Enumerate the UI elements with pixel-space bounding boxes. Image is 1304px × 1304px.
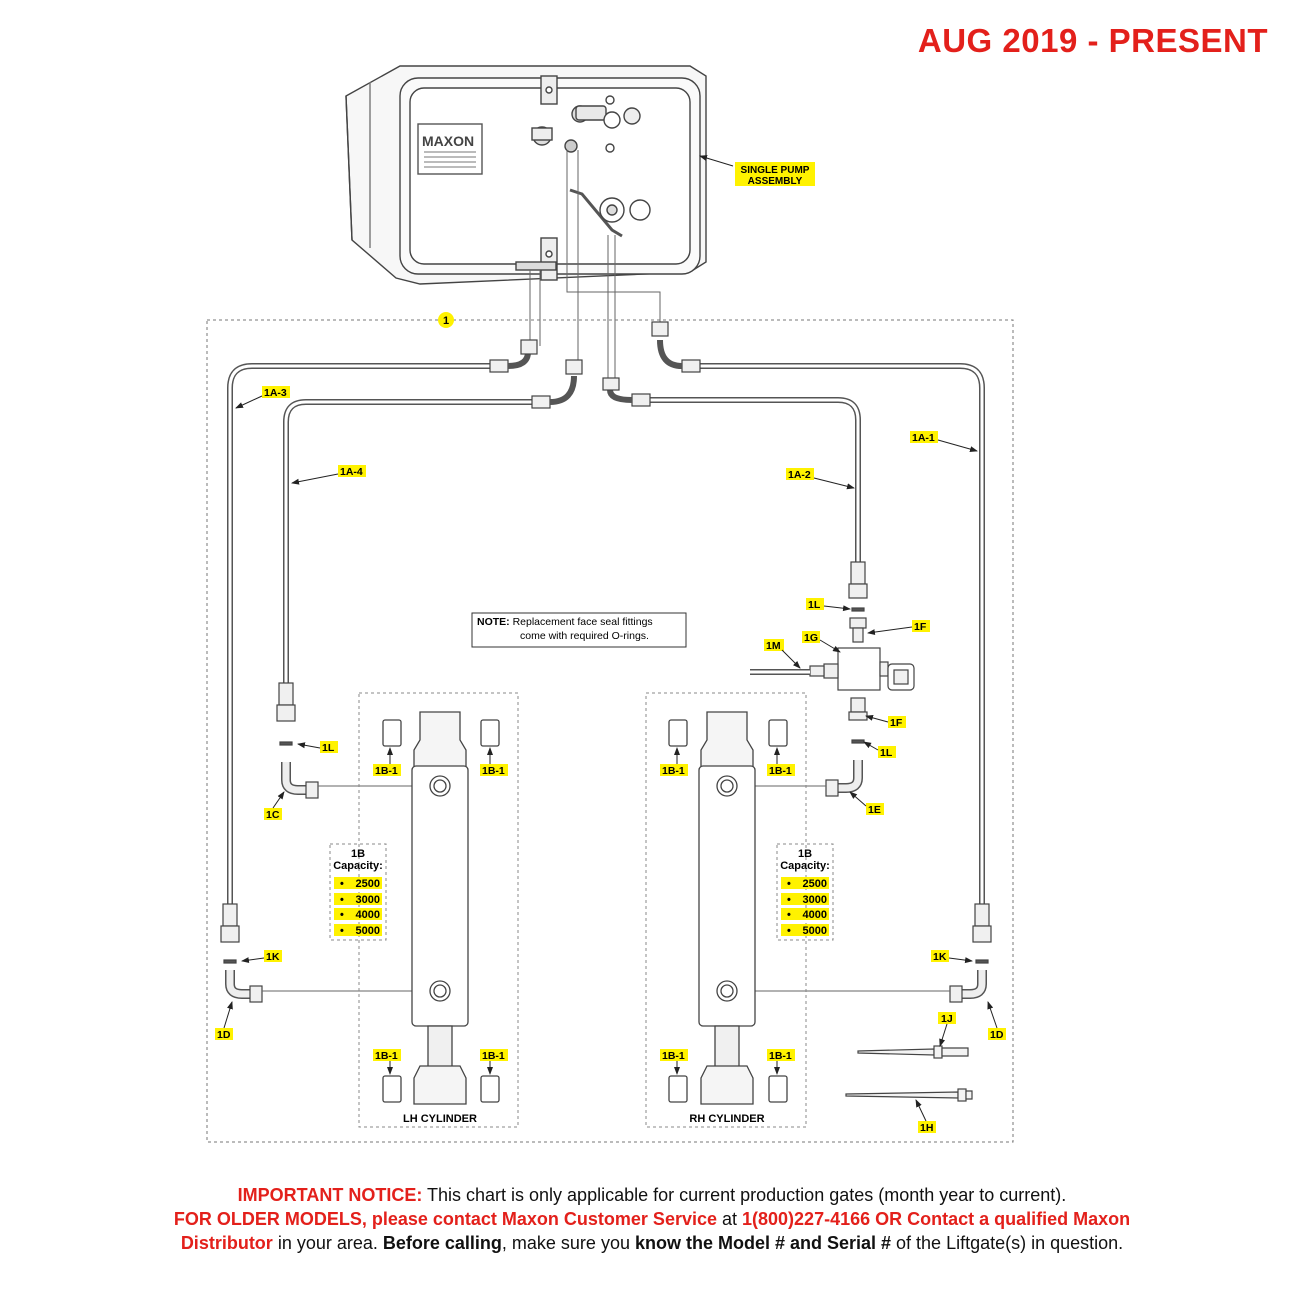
svg-text:•: • — [340, 878, 344, 890]
svg-text:1K: 1K — [933, 951, 947, 963]
svg-text:1D: 1D — [990, 1029, 1004, 1041]
pump-assembly-label-2: ASSEMBLY — [748, 176, 803, 187]
svg-text:1L: 1L — [808, 599, 821, 611]
svg-text:•: • — [340, 894, 344, 906]
rh-cylinder-label: RH CYLINDER — [689, 1113, 764, 1125]
capacity-box-rh: 1B Capacity: • 2500 • 3000 • 4000 • 5000 — [776, 843, 834, 941]
svg-text:1B-1: 1B-1 — [375, 765, 398, 777]
svg-text:5000: 5000 — [356, 925, 380, 937]
rh-cylinder: RH CYLINDER — [645, 692, 807, 1128]
svg-text:1D: 1D — [217, 1029, 231, 1041]
svg-text:Capacity:: Capacity: — [780, 860, 830, 872]
svg-text:1H: 1H — [920, 1122, 933, 1134]
svg-text:3000: 3000 — [803, 894, 827, 906]
svg-text:1B-1: 1B-1 — [662, 765, 685, 777]
svg-text:come with required O-rings.: come with required O-rings. — [520, 630, 649, 642]
svg-text:1E: 1E — [868, 804, 881, 816]
svg-text:1B: 1B — [351, 848, 365, 860]
svg-text:1B-1: 1B-1 — [769, 1050, 792, 1062]
svg-text:•: • — [787, 878, 791, 890]
lh-cylinder: LH CYLINDER — [358, 692, 519, 1128]
svg-text:1K: 1K — [266, 951, 280, 963]
svg-text:1J: 1J — [941, 1013, 953, 1025]
svg-text:•: • — [787, 909, 791, 921]
svg-text:1G: 1G — [804, 632, 818, 644]
svg-text:4000: 4000 — [356, 909, 380, 921]
capacity-box-lh: 1B Capacity: • 2500 • 3000 • 4000 • 5000 — [329, 843, 387, 941]
svg-text:1B: 1B — [798, 848, 812, 860]
svg-text:1A-2: 1A-2 — [788, 469, 811, 481]
note-box: NOTE: Replacement face seal fittings com… — [471, 612, 687, 648]
important-notice: IMPORTANT NOTICE: This chart is only app… — [173, 1185, 1131, 1253]
svg-text:1B-1: 1B-1 — [482, 1050, 505, 1062]
svg-text:4000: 4000 — [803, 909, 827, 921]
svg-text:1B-1: 1B-1 — [769, 765, 792, 777]
svg-text:NOTE: Replacement face seal fi: NOTE: Replacement face seal fittings — [477, 616, 653, 628]
svg-text:1M: 1M — [766, 640, 781, 652]
svg-text:1C: 1C — [266, 809, 280, 821]
svg-text:1L: 1L — [880, 747, 893, 759]
page-title: AUG 2019 - PRESENT — [917, 22, 1268, 59]
svg-text:1B-1: 1B-1 — [482, 765, 505, 777]
svg-text:2500: 2500 — [356, 878, 380, 890]
svg-text:1L: 1L — [322, 742, 335, 754]
brand-logo: MAXON — [422, 133, 474, 149]
svg-text:5000: 5000 — [803, 925, 827, 937]
single-pump-assembly — [345, 65, 707, 285]
svg-text:3000: 3000 — [356, 894, 380, 906]
svg-text:Capacity:: Capacity: — [333, 860, 383, 872]
svg-text:•: • — [787, 894, 791, 906]
svg-text:1A-1: 1A-1 — [912, 432, 935, 444]
svg-text:2500: 2500 — [803, 878, 827, 890]
svg-text:1B-1: 1B-1 — [375, 1050, 398, 1062]
svg-text:1A-3: 1A-3 — [264, 387, 287, 399]
svg-text:•: • — [787, 925, 791, 937]
svg-text:1B-1: 1B-1 — [662, 1050, 685, 1062]
lh-cylinder-label: LH CYLINDER — [403, 1113, 477, 1125]
cable-ties — [845, 1045, 973, 1102]
svg-text:1A-4: 1A-4 — [340, 466, 363, 478]
svg-text:•: • — [340, 925, 344, 937]
group-callout-1: 1 — [443, 315, 449, 327]
svg-text:•: • — [340, 909, 344, 921]
callouts: 1A-3 1A-4 1A-2 1A-1 1L 1C 1K 1D 1K — [215, 386, 1006, 1134]
pump-assembly-label: SINGLE PUMP — [741, 165, 810, 176]
svg-text:1F: 1F — [890, 717, 903, 729]
svg-text:1F: 1F — [914, 621, 927, 633]
